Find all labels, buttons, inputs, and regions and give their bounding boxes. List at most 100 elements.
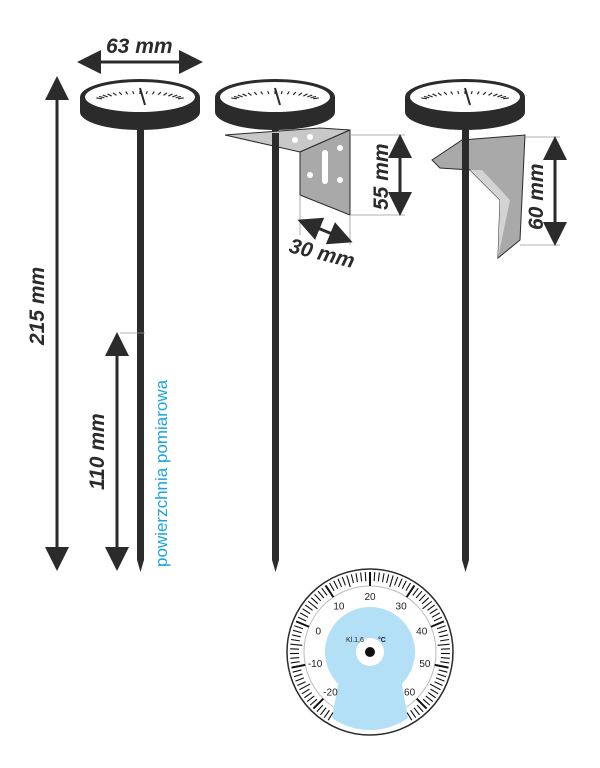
scale-tick xyxy=(309,698,318,706)
scale-tick xyxy=(302,608,311,615)
scale-tick xyxy=(430,688,439,695)
scale-tick xyxy=(381,573,385,583)
scale-label: -10 xyxy=(308,659,323,670)
scale-tick xyxy=(293,673,303,678)
scale-tick xyxy=(314,593,322,602)
dial-tick xyxy=(482,91,487,96)
dial-tick xyxy=(443,91,448,96)
dial-tick xyxy=(237,94,243,98)
scale-tick xyxy=(355,573,359,583)
dial-tick xyxy=(298,92,303,96)
scale-tick xyxy=(437,643,450,646)
scale-label: 30 xyxy=(396,601,408,612)
scale-tick xyxy=(422,600,433,610)
dimension-63-label: 63 mm xyxy=(106,35,173,58)
scale-tick xyxy=(323,709,330,718)
scale-tick xyxy=(317,590,325,599)
scale-tick xyxy=(324,584,335,598)
scale-tick xyxy=(316,704,324,713)
scale-tick xyxy=(306,695,315,702)
scale-tick xyxy=(394,576,399,586)
dial-tick xyxy=(151,91,155,95)
scale-tick xyxy=(416,704,424,713)
dial-tick xyxy=(488,92,493,96)
scale-tick xyxy=(401,580,407,589)
thermometer-with-clip: 60 mm xyxy=(405,79,567,572)
scale-tick xyxy=(439,634,449,638)
scale-label: 60 xyxy=(404,688,416,699)
scale-tick xyxy=(350,574,354,584)
scale-tick xyxy=(291,663,306,669)
scale-tick xyxy=(294,625,304,630)
scale-tick xyxy=(434,681,443,686)
scale-tick xyxy=(297,681,306,686)
scale-tick xyxy=(295,677,305,682)
dial-tick xyxy=(163,92,168,96)
dimension-arrow-30 xyxy=(297,217,353,245)
dial-tick xyxy=(177,97,184,100)
scale-tick xyxy=(307,600,318,610)
scale-tick xyxy=(290,643,303,646)
scale-tick xyxy=(312,697,325,710)
dimension-55-label: 55 mm xyxy=(370,143,393,210)
thermometer-plain xyxy=(80,79,200,572)
scale-tick xyxy=(430,620,445,628)
scale-tick xyxy=(438,669,448,673)
dial-face xyxy=(85,82,195,112)
scale-tick xyxy=(360,572,363,582)
scale-tick xyxy=(405,584,416,598)
scale-tick xyxy=(418,593,426,602)
scale-tick xyxy=(304,692,313,699)
dial-tick xyxy=(476,91,480,95)
scale-tick xyxy=(364,572,367,582)
scale-tick xyxy=(329,582,335,592)
scale-tick xyxy=(425,695,434,702)
stem xyxy=(272,120,279,560)
dial-tick xyxy=(168,93,173,97)
dial-tick xyxy=(267,90,270,95)
dial-tick xyxy=(450,91,454,95)
scale-tick xyxy=(406,712,413,721)
scale-tick xyxy=(295,620,310,628)
scale-tick xyxy=(386,574,390,584)
scale-tick xyxy=(440,661,450,664)
dial-tick xyxy=(470,90,473,95)
dial-tick xyxy=(118,91,123,96)
scale-tick xyxy=(299,612,309,618)
scale-tick xyxy=(341,576,346,586)
scale-label: -20 xyxy=(323,688,338,699)
dial-tick xyxy=(242,93,247,97)
scale-tick xyxy=(427,692,436,699)
scale-tick xyxy=(373,572,376,582)
dial-tick xyxy=(253,91,258,96)
scale-label: 40 xyxy=(416,627,428,638)
scale-tick xyxy=(290,661,300,664)
scale-tick xyxy=(292,669,302,673)
scale-tick xyxy=(415,590,423,599)
scale-tick xyxy=(290,638,300,642)
scale-tick xyxy=(413,707,420,716)
dial-tick xyxy=(125,91,129,95)
dial-pivot xyxy=(365,647,375,657)
dial-tick xyxy=(292,91,297,96)
dial-tick xyxy=(312,97,319,100)
scale-tick xyxy=(346,575,351,588)
scale-tick xyxy=(433,616,443,622)
scale-tick xyxy=(415,697,428,710)
dial-tick xyxy=(457,90,460,95)
dial-tick xyxy=(107,93,112,97)
scale-tick xyxy=(410,709,417,718)
scale-tick xyxy=(299,683,311,691)
dial-tick xyxy=(307,94,313,98)
dial-tick xyxy=(233,95,240,99)
scale-tick xyxy=(304,604,313,611)
dial-tick xyxy=(172,94,178,98)
scale-tick xyxy=(321,587,328,596)
dial-tick xyxy=(493,93,498,97)
dial-tick xyxy=(98,95,105,99)
dial-tick xyxy=(497,94,503,98)
bracket-slot xyxy=(322,150,328,184)
dial-tick xyxy=(500,95,507,99)
scale-label: 10 xyxy=(333,601,345,612)
